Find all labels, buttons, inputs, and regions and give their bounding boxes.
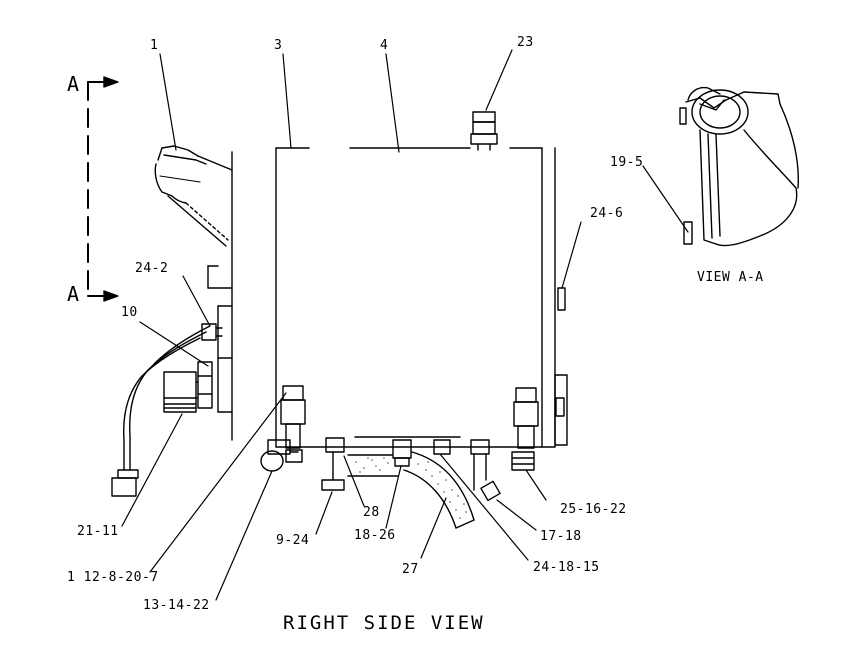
leader-3: [283, 54, 291, 148]
leader-27: [421, 498, 446, 558]
leader-25-16-22: [526, 470, 546, 500]
leader-17-18: [497, 500, 536, 530]
callout-4: 4: [380, 38, 389, 53]
leader-28: [344, 456, 364, 506]
callout-25-16-22: 25-16-22: [560, 502, 627, 517]
callout-1: 1: [150, 38, 159, 53]
callout-9-24: 9-24: [276, 533, 310, 548]
leader-18-26: [386, 466, 401, 528]
callout-13-14-22: 13-14-22: [143, 598, 210, 613]
leader-24-2: [183, 276, 210, 326]
callout-10: 10: [121, 305, 138, 320]
leader-12-8-20-7: [150, 393, 286, 572]
diagram-title: RIGHT SIDE VIEW: [283, 612, 485, 634]
leader-9-24: [316, 492, 332, 534]
callout-19-5: 19-5: [610, 155, 644, 170]
detail-view-title: VIEW A-A: [697, 270, 764, 285]
main-enclosure: [276, 148, 555, 447]
leader-1: [160, 54, 176, 150]
callout-3: 3: [274, 38, 283, 53]
leader-13-14-22: [216, 471, 272, 600]
callout-27: 27: [402, 562, 419, 577]
callout-17-18: 17-18: [540, 529, 582, 544]
callout-24-2: 24-2: [135, 261, 169, 276]
callout-18-26: 18-26: [354, 528, 396, 543]
leader-4: [386, 54, 399, 152]
leader-21-11: [122, 414, 182, 526]
harness-and-coupler: [112, 324, 222, 496]
callout-24-18-15: 24-18-15: [533, 560, 600, 575]
cylinder-assembly: [155, 146, 232, 246]
detail-view-a-a: [680, 88, 798, 246]
right-side-bracket: [555, 288, 567, 445]
hose: [348, 452, 474, 528]
callout-1-12-8-20-7: 1 12-8-20-7: [67, 570, 159, 585]
callout-24-6: 24-6: [590, 206, 624, 221]
leader-lines: [122, 50, 688, 600]
section-marker-top: A: [67, 72, 80, 96]
leader-19-5: [643, 166, 688, 232]
leader-24-18-15: [440, 454, 528, 560]
callout-21-11: 21-11: [77, 524, 119, 539]
top-connector: [471, 112, 497, 150]
section-marker-bottom: A: [67, 282, 80, 306]
leader-23: [486, 50, 512, 110]
leader-10: [140, 322, 208, 366]
callout-28: 28: [363, 505, 380, 520]
bottom-fittings: [261, 386, 538, 500]
left-frame-plate: [208, 152, 232, 440]
leader-24-6: [562, 222, 581, 288]
section-line-a-a: [88, 77, 118, 301]
callout-23: 23: [517, 35, 534, 50]
